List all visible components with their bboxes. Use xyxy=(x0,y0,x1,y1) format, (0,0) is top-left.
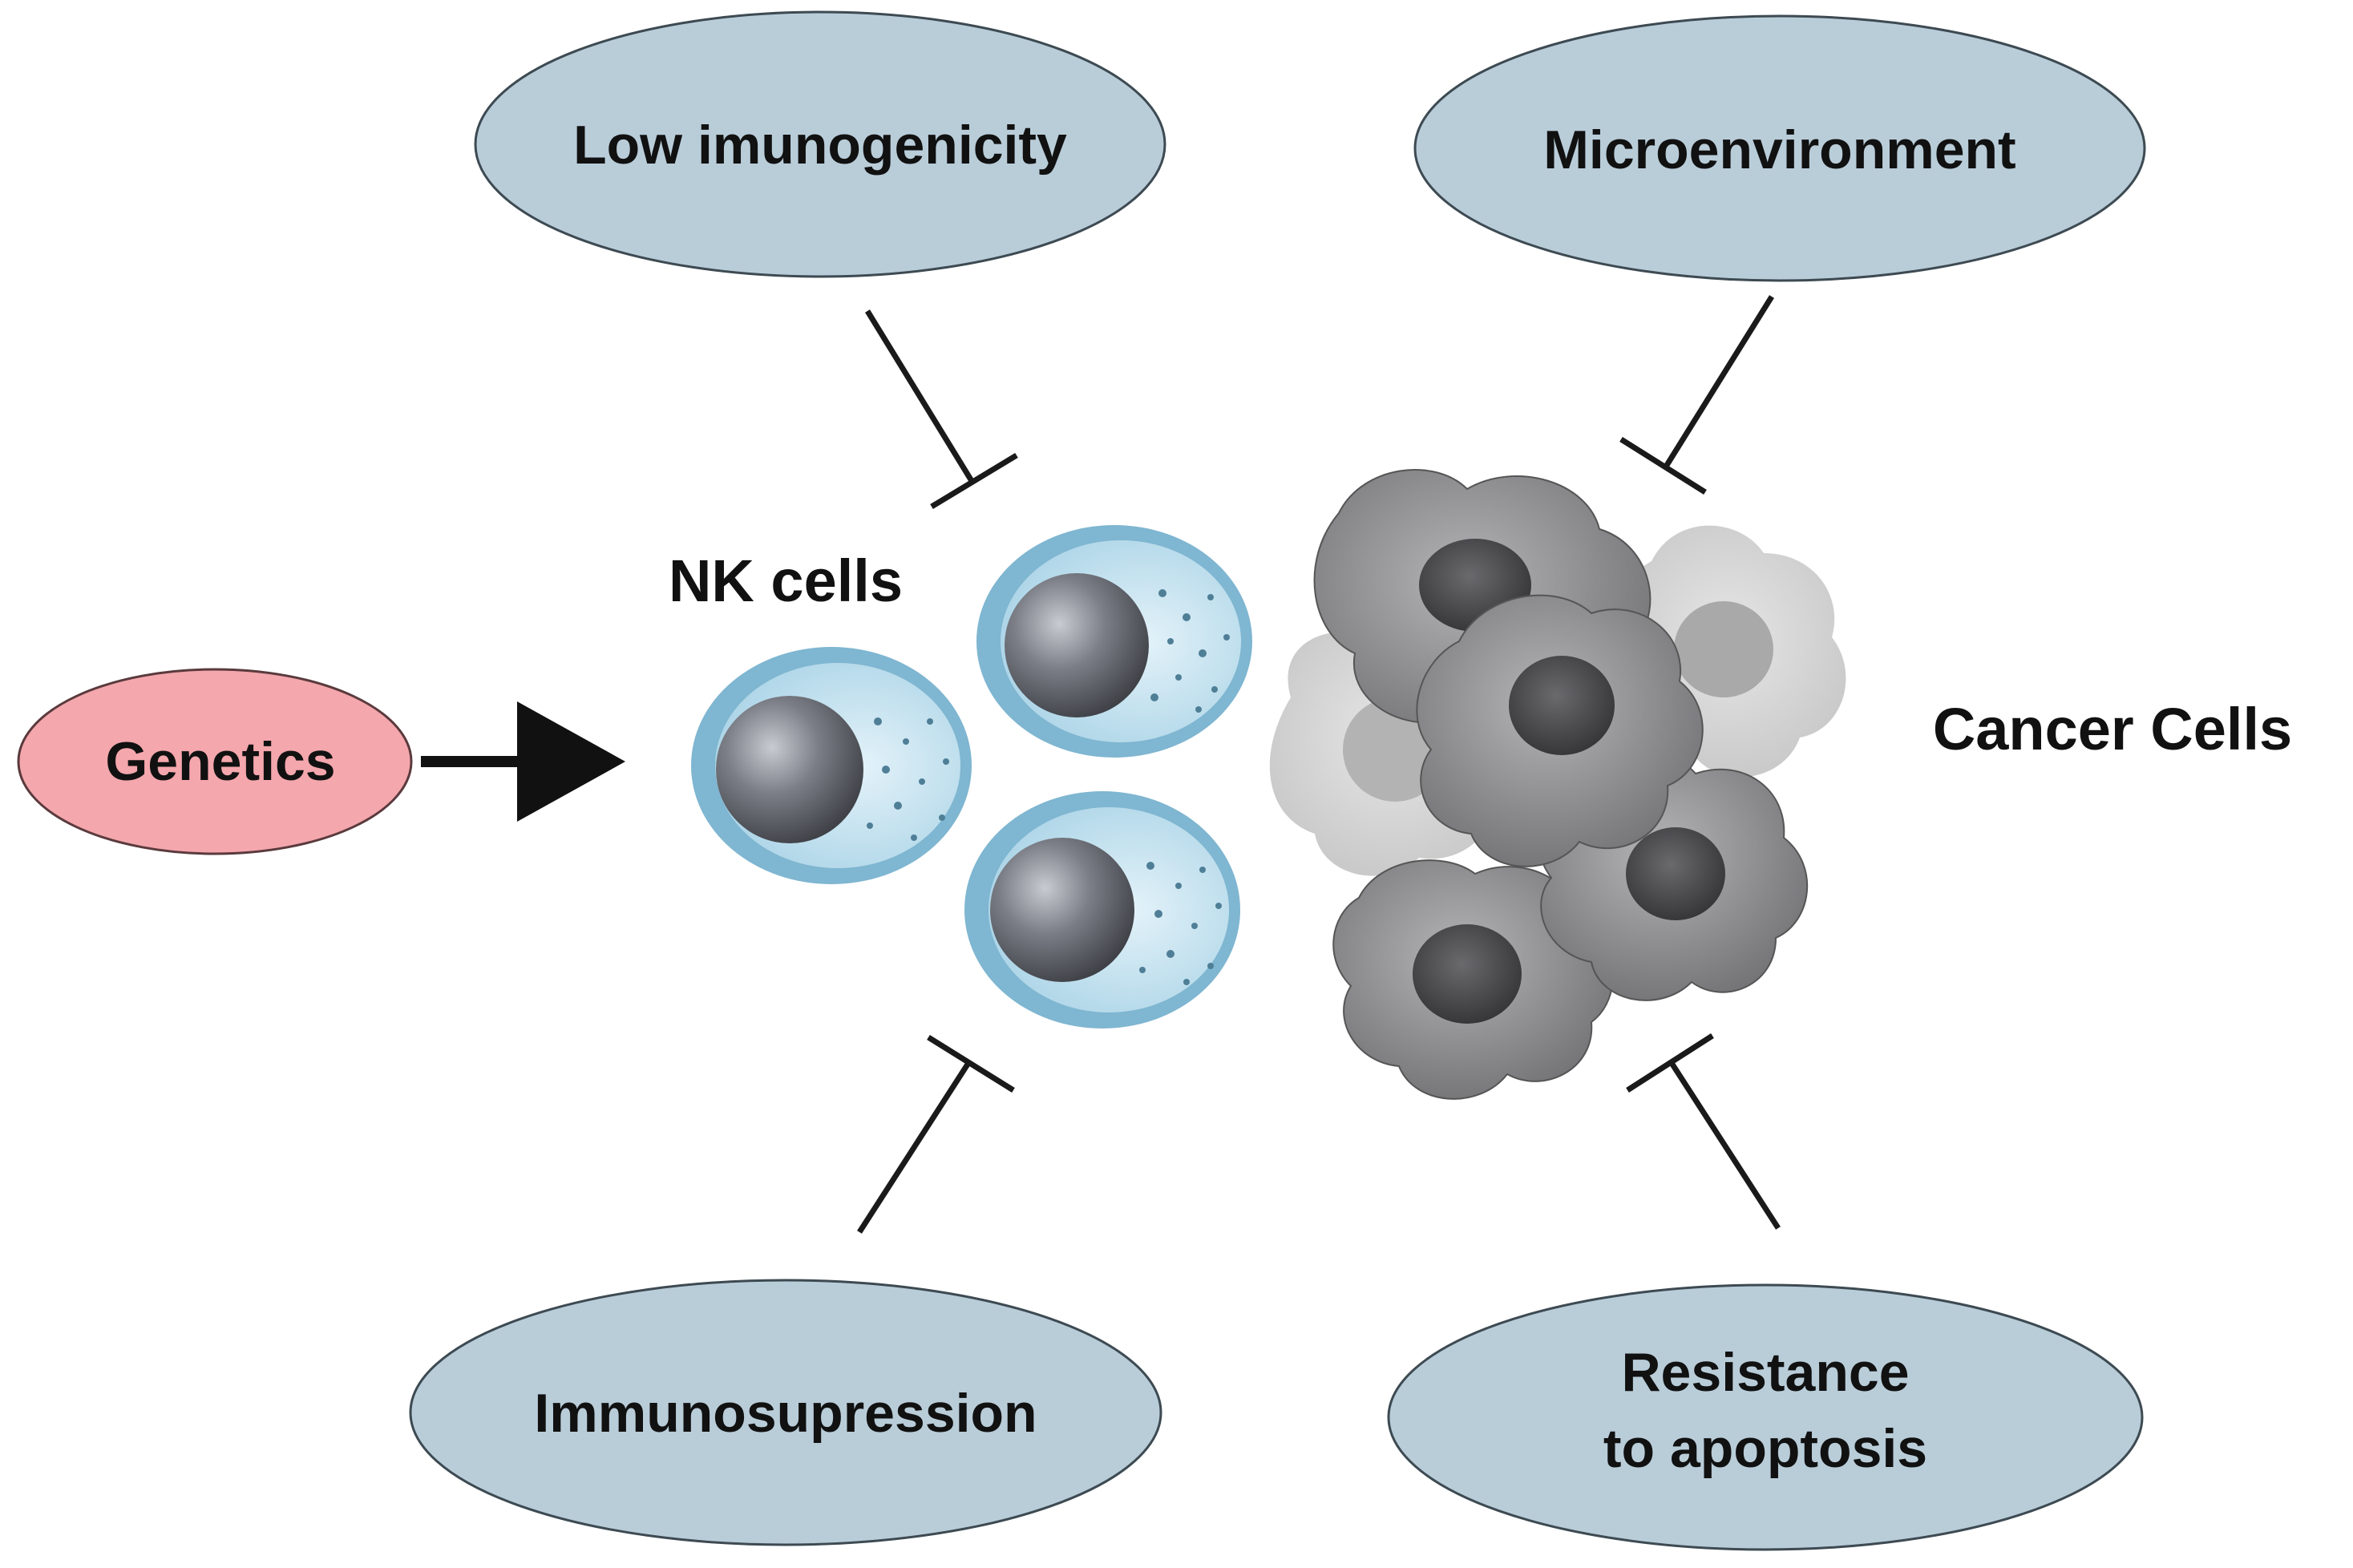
factor-resistance-label-line1: Resistance xyxy=(1621,1342,1909,1403)
inhibition-resistance-to-apoptosis xyxy=(1626,1033,1781,1230)
factor-genetics: Genetics xyxy=(17,668,413,855)
genetics-activation-arrow xyxy=(421,701,625,822)
factor-resistance-label-line2: to apoptosis xyxy=(1603,1418,1927,1479)
factor-immunosuppression-label: Immunosupression xyxy=(534,1383,1037,1444)
factor-low-immunogenicity-label: Low imunogenicity xyxy=(573,115,1067,176)
inhibition-immunosuppression xyxy=(857,1035,1015,1234)
cancer-cells-label: Cancer Cells xyxy=(1933,696,2292,762)
factor-resistance-to-apoptosis: Resistance to apoptosis xyxy=(1387,1283,2144,1551)
nk-cell-bottom xyxy=(964,791,1240,1028)
cancer-cell-cluster xyxy=(1269,469,1846,1100)
inhibition-low-immunogenicity xyxy=(865,309,1018,509)
factor-low-immunogenicity: Low imunogenicity xyxy=(474,10,1166,278)
factor-microenvironment-label: Microenvironment xyxy=(1543,119,2015,180)
factor-genetics-label: Genetics xyxy=(105,731,335,792)
factor-immunosuppression: Immunosupression xyxy=(409,1279,1162,1546)
nk-cell-top xyxy=(976,525,1252,758)
nk-cell-left xyxy=(691,647,972,884)
factor-microenvironment: Microenvironment xyxy=(1413,14,2146,282)
nk-cells-label: NK cells xyxy=(669,548,903,614)
inhibition-microenvironment xyxy=(1619,295,1774,495)
